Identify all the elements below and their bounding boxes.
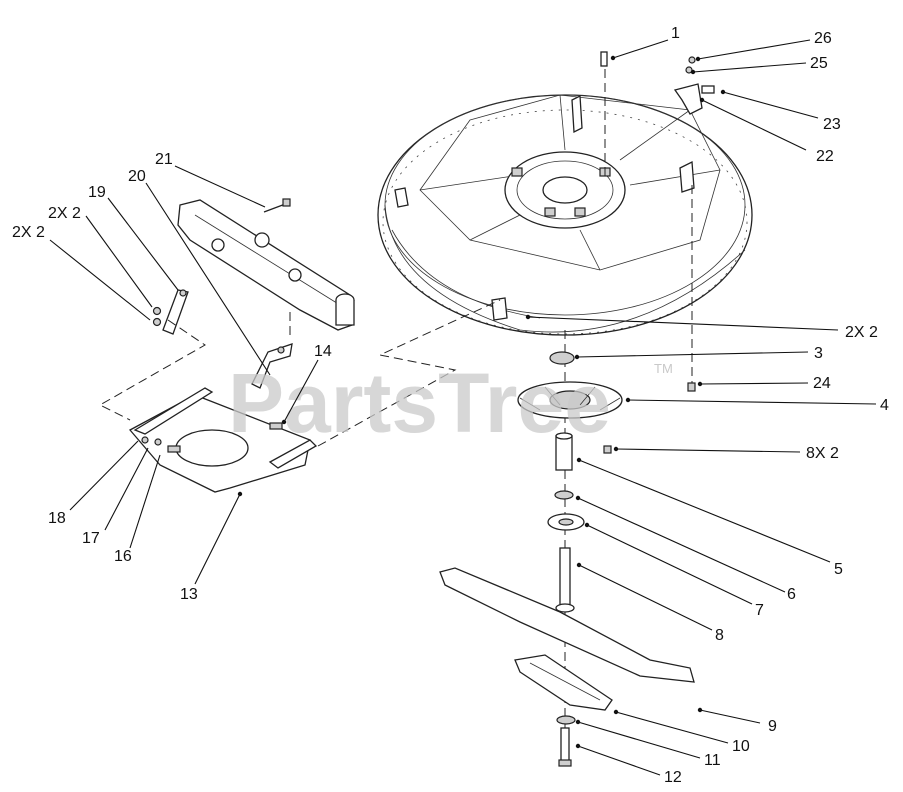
callout-16: 16 [114, 548, 132, 565]
callout-2x2-b: 2X 2 [12, 224, 45, 241]
link-20 [251, 343, 293, 389]
callout-12: 12 [664, 769, 682, 786]
callout-20: 20 [128, 168, 146, 185]
callout-7: 7 [755, 602, 764, 619]
callout-5: 5 [834, 561, 843, 578]
callout-3: 3 [814, 345, 823, 362]
bolt-21 [263, 198, 291, 213]
callout-1: 1 [671, 25, 680, 42]
callout-14: 14 [314, 343, 332, 360]
callout-13: 13 [180, 586, 198, 603]
callout-19: 19 [88, 184, 106, 201]
nuts-2x2 [152, 306, 162, 327]
baffle-plate [128, 387, 318, 493]
watermark-tm: TM [654, 361, 673, 376]
callout-9: 9 [768, 718, 777, 735]
bolt-12 [558, 727, 572, 767]
callout-21: 21 [155, 151, 173, 168]
callout-22: 22 [816, 148, 834, 165]
callout-labels: 1 26 25 23 22 21 20 19 2X 2 2X 2 14 2X 2… [12, 25, 889, 786]
blade-adapter [514, 654, 613, 711]
watermark: PartsTree TM [228, 356, 673, 450]
callout-2x2-c: 2X 2 [845, 324, 878, 341]
mower-deck [377, 94, 753, 336]
callout-2x2-a: 2X 2 [48, 205, 81, 222]
callout-4: 4 [880, 397, 889, 414]
callout-8x2: 8X 2 [806, 445, 839, 462]
blade [439, 567, 695, 683]
callout-11: 11 [704, 752, 721, 769]
callout-24: 24 [813, 375, 831, 392]
watermark-text: PartsTree [228, 356, 611, 450]
callout-6: 6 [787, 586, 796, 603]
callout-17: 17 [82, 530, 100, 547]
assembly-lines [98, 55, 693, 740]
callout-18: 18 [48, 510, 66, 527]
spindle-stack [517, 51, 696, 613]
washer-11 [556, 715, 576, 725]
discharge-parts-22-26 [673, 56, 715, 115]
pivot-arm [177, 199, 355, 331]
callout-25: 25 [810, 55, 828, 72]
link-19 [162, 289, 189, 335]
callout-10: 10 [732, 738, 750, 755]
callout-26: 26 [814, 30, 832, 47]
leader-dots [237, 55, 726, 749]
leader-lines [49, 39, 877, 776]
callout-23: 23 [823, 116, 841, 133]
callout-8: 8 [715, 627, 724, 644]
